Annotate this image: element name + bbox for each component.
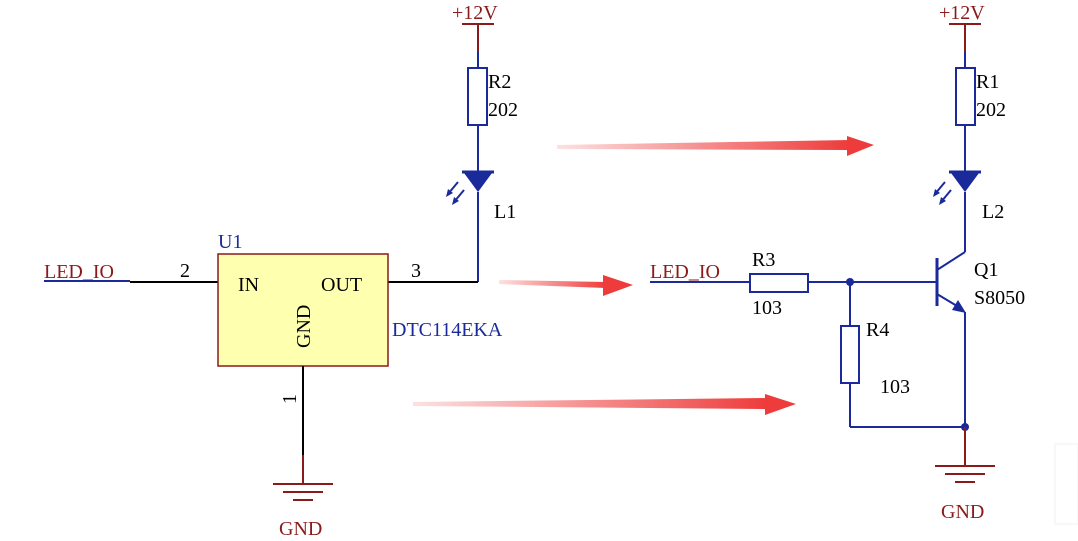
left-led-l1-symbol: [446, 170, 494, 205]
right-r1-ref: R1: [976, 71, 999, 93]
ic-pin-gnd-label: GND: [293, 305, 315, 348]
left-r2-value: 202: [488, 99, 518, 121]
arrow-resistor-led-mapping: [557, 136, 874, 156]
left-pin1-num: 1: [279, 394, 301, 404]
left-ground-symbol: [273, 483, 333, 501]
right-r4-ref: R4: [866, 319, 889, 341]
left-led-ref: L1: [494, 201, 516, 223]
left-r2-body: [467, 67, 488, 126]
right-r4-body: [840, 325, 860, 384]
right-r1-value: 202: [976, 99, 1006, 121]
right-r3-body: [749, 273, 809, 293]
right-r1-body: [955, 67, 976, 126]
ic-pin-out-label: OUT: [321, 274, 362, 296]
transistor-q1-symbol: [935, 251, 966, 342]
transistor-emitter-arrow: [952, 300, 966, 313]
left-circuit: +12V R2 202 L1 3 LED_IO 2 U1 I: [44, 2, 518, 540]
right-led-l2-symbol: [933, 170, 981, 205]
right-supply-symbol: [949, 23, 981, 52]
right-supply-label: +12V: [939, 2, 985, 24]
right-ground-symbol: [935, 465, 995, 483]
left-ground-label: GND: [279, 518, 322, 540]
ic-body: [217, 253, 389, 367]
transistor-ref: Q1: [974, 259, 998, 281]
left-pin3-num: 3: [411, 260, 421, 282]
left-pin2-num: 2: [180, 260, 190, 282]
right-ground-label: GND: [941, 501, 984, 523]
right-r4-value: 103: [880, 376, 910, 398]
ic-part-number: DTC114EKA: [392, 319, 503, 341]
right-r3-ref: R3: [752, 249, 775, 271]
left-r2-ref: R2: [488, 71, 511, 93]
left-net-label: LED_IO: [44, 261, 114, 283]
right-r3-value: 103: [752, 297, 782, 319]
ic-pin-in-label: IN: [238, 274, 259, 296]
left-supply-symbol: [462, 23, 494, 52]
corner-panel: [1054, 443, 1078, 525]
arrow-ground-mapping: [413, 394, 796, 415]
right-net-label: LED_IO: [650, 261, 720, 283]
arrow-input-mapping: [499, 275, 633, 296]
mapping-arrows: [413, 136, 874, 415]
ic-ref: U1: [218, 231, 242, 253]
right-circuit: +12V R1 202 L2 Q1 S8050: [650, 2, 1025, 523]
left-supply-label: +12V: [452, 2, 498, 24]
right-led-ref: L2: [982, 201, 1004, 223]
transistor-part: S8050: [974, 287, 1025, 309]
